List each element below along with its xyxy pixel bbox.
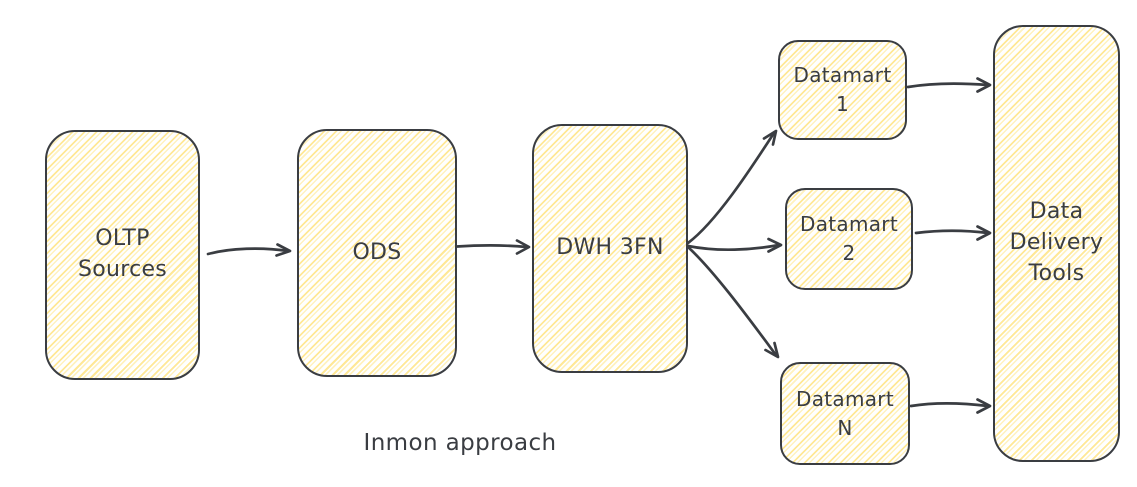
node-label-line: N (837, 415, 853, 440)
node-datamart-n: Datamart N (780, 362, 910, 465)
node-datamart-1: Datamart 1 (778, 40, 907, 140)
node-label-line: Datamart (793, 63, 892, 87)
node-label-line: 2 (842, 241, 856, 265)
arrow-datamart-2-to-ddt (914, 225, 992, 241)
node-label-line: Sources (77, 257, 168, 282)
node-label-line: Data (1029, 199, 1084, 225)
arrow-oltp-to-ods (206, 243, 292, 257)
arrow-datamart-n-to-ddt (909, 398, 992, 414)
arrow-datamart-1-to-ddt (906, 77, 992, 93)
node-label-line: DWH 3FN (556, 235, 664, 261)
caption-inmon-approach: Inmon approach (363, 430, 557, 456)
arrow-dwh-to-datamart-2 (686, 237, 783, 253)
node-label-line: Datamart (800, 212, 898, 236)
node-label-line: Datamart (796, 386, 894, 411)
node-label-line: OLTP (95, 226, 150, 252)
arrow-dwh-to-datamart-n (686, 245, 780, 359)
node-label-line: Delivery (1009, 230, 1104, 256)
node-label-line: Tools (1028, 260, 1085, 286)
node-datamart-2: Datamart 2 (785, 188, 913, 290)
arrow-ods-to-dwh (455, 239, 531, 255)
node-oltp-sources: OLTP Sources (45, 130, 200, 380)
arrow-dwh-to-datamart-1 (686, 129, 778, 245)
node-dwh-3fn: DWH 3FN (532, 124, 688, 373)
node-label-line: ODS (352, 239, 402, 265)
node-ods: ODS (297, 129, 457, 377)
node-label-line: 1 (835, 92, 850, 116)
node-data-delivery-tools: Data Delivery Tools (993, 25, 1120, 462)
